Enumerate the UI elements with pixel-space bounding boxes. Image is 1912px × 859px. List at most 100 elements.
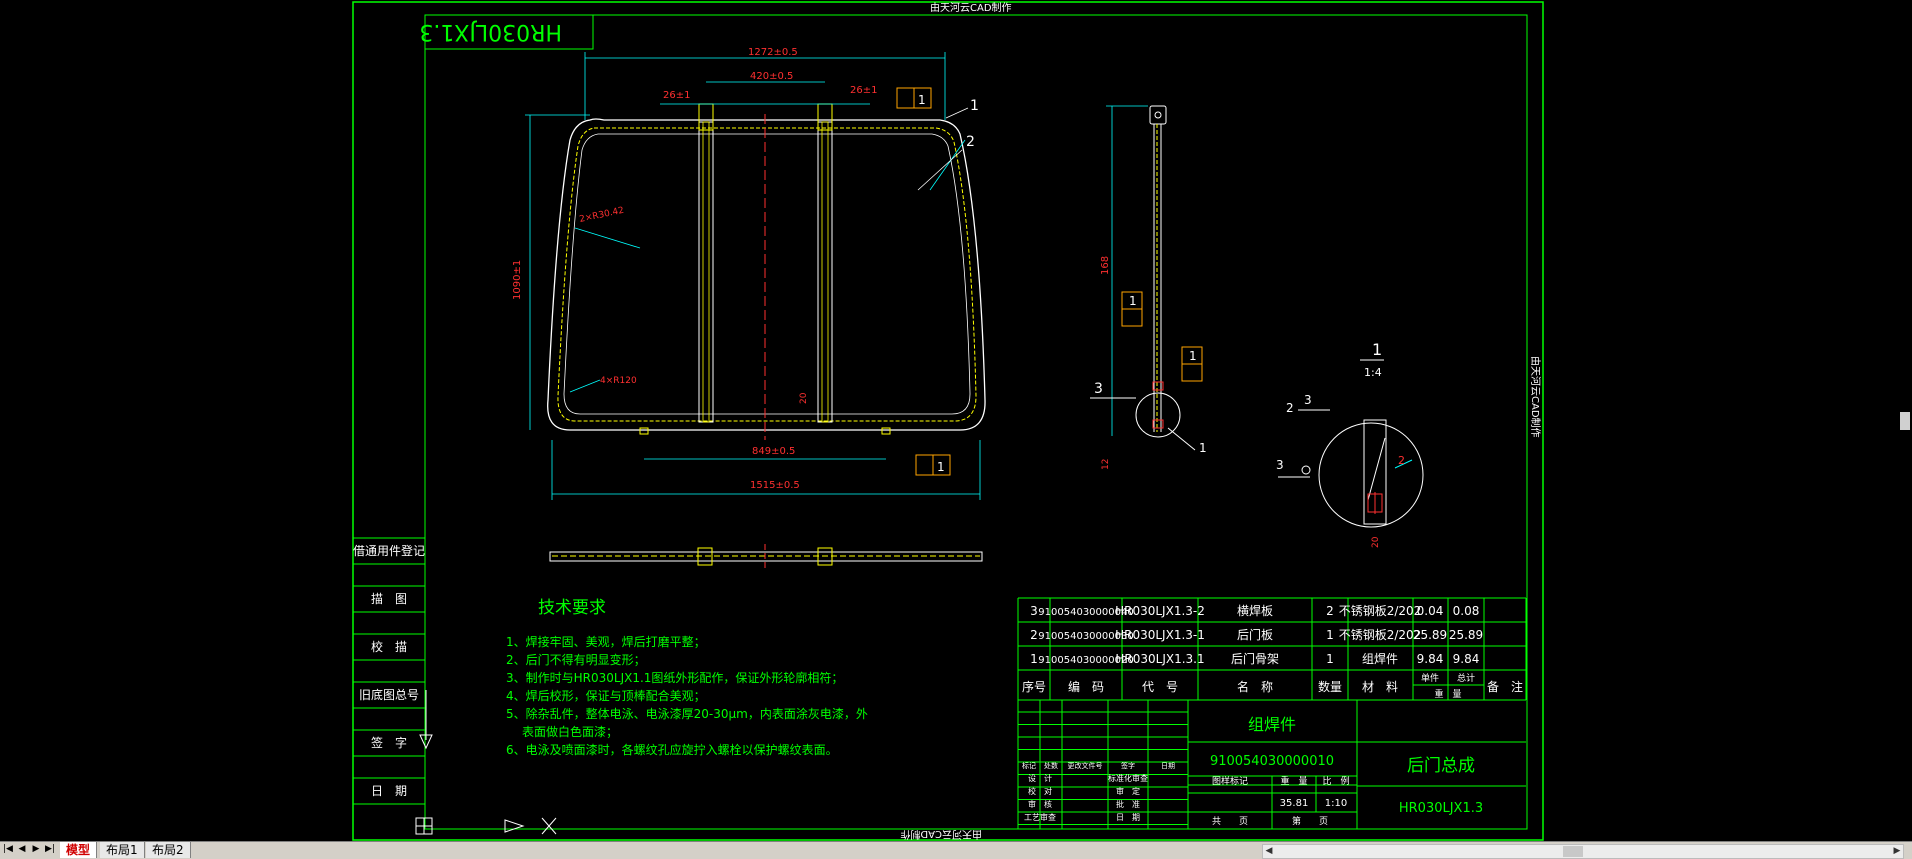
flag-4: 1 — [1189, 349, 1197, 363]
bom-header-total: 总计 — [1457, 672, 1475, 684]
bom-cell-material: 不锈钢板2/202 — [1339, 628, 1422, 642]
bom-header-remark: 备 注 — [1487, 679, 1523, 694]
dim-26a: 26±1 — [663, 90, 690, 101]
bom-header-weight: 重 量 — [1434, 688, 1461, 700]
bom-cell-qty: 2 — [1326, 604, 1334, 618]
vertical-scrollbar[interactable] — [1898, 0, 1912, 841]
bom-cell-code: 910054030000020 — [1038, 655, 1133, 666]
tb-sign-label: 校 对 — [1028, 786, 1052, 796]
cad-viewport[interactable]: 由天河云CAD制作 由天河云CAD制作 由天河云CAD制作 HR030LJX1.… — [0, 0, 1912, 841]
callout-2c: 2 — [1398, 454, 1405, 467]
dim-20: 20 — [799, 392, 809, 404]
drawing-no-mirrored: HR030LJX1.3 — [419, 19, 562, 44]
tb-material: 组焊件 — [1248, 715, 1296, 734]
dim-168: 168 — [1100, 256, 1111, 275]
horizontal-scroll-thumb[interactable] — [1563, 846, 1583, 857]
inner-frame — [424, 14, 1528, 830]
flag-3: 1 — [1129, 294, 1137, 308]
strip-label: 描 图 — [371, 592, 407, 606]
bom-cell-material: 组焊件 — [1362, 651, 1398, 666]
callout-3: 3 — [1094, 381, 1103, 397]
tb-stage-label: 图样标记 — [1212, 775, 1248, 787]
bom-header-material: 材 料 — [1362, 680, 1398, 694]
bom-cell-drawing: HR030LJX1.3-2 — [1115, 604, 1205, 618]
cad-drawing[interactable]: 由天河云CAD制作 由天河云CAD制作 由天河云CAD制作 HR030LJX1.… — [0, 0, 1912, 841]
strip-label: 借通用件登记 — [353, 543, 425, 558]
tb-scale: 1:10 — [1325, 798, 1347, 809]
bom-cell-unit: 25.89 — [1413, 628, 1447, 642]
tb-sign-label2: 日 期 — [1116, 813, 1140, 822]
bom-cell-code: 910054030000030 — [1038, 631, 1133, 642]
tb-rev-label: 处数 — [1044, 761, 1058, 770]
dim-1272: 1272±0.5 — [748, 47, 798, 58]
bom-cell-code: 910054030000040 — [1038, 607, 1133, 618]
strip-label: 日 期 — [371, 784, 407, 798]
frame-watermark-top: 由天河云CAD制作 — [930, 1, 1012, 14]
dim-2xR: 2×R30.42 — [579, 206, 625, 225]
tb-rev-label: 签字 — [1121, 761, 1135, 770]
callout-3c: 3 — [1276, 458, 1284, 472]
tb-sheets: 共 页 — [1212, 816, 1248, 827]
tab-layout2[interactable]: 布局2 — [146, 842, 191, 858]
last-tab-button[interactable]: ▶| — [45, 844, 55, 854]
tab-layout1[interactable]: 布局1 — [100, 842, 145, 858]
horizontal-scrollbar[interactable]: ◀ ▶ — [1262, 844, 1904, 859]
tech-line: 表面做白色面漆； — [522, 724, 618, 739]
bom-cell-qty: 1 — [1326, 652, 1334, 666]
bom-cell-seq: 2 — [1030, 628, 1038, 642]
tb-sign-label2: 审 定 — [1116, 786, 1140, 796]
scroll-left-arrow[interactable]: ◀ — [1265, 846, 1273, 856]
callout-1: 1 — [970, 98, 979, 114]
tb-scale-label: 比 例 — [1322, 775, 1349, 787]
tb-part-code: 910054030000010 — [1210, 754, 1334, 769]
tech-line: 4、焊后校形，保证与顶棒配合美观； — [506, 688, 706, 703]
next-tab-button[interactable]: ▶ — [32, 844, 40, 854]
bom-cell-drawing: HR030LJX1.3.1 — [1115, 652, 1204, 666]
door-bottom-view — [549, 544, 983, 570]
tb-sign-label2: 批 准 — [1116, 799, 1140, 809]
first-tab-button[interactable]: |◀ — [3, 844, 13, 854]
tech-line: 3、制作时与HR030LJX1.1图纸外形配作，保证外形轮廓相符； — [506, 670, 843, 685]
door-side-view — [1090, 105, 1196, 451]
detail-scale: 1:4 — [1364, 366, 1382, 379]
tech-line: 1、焊接牢固、美观，焊后打磨平整； — [506, 634, 706, 649]
dim-420: 420±0.5 — [750, 71, 793, 82]
bom-header-drawing: 代 号 — [1142, 680, 1178, 694]
tb-sign-label: 工艺审查 — [1024, 812, 1056, 822]
tech-line: 6、电泳及喷面漆时，各螺纹孔应旋拧入螺栓以保护螺纹表面。 — [506, 742, 838, 757]
snap-markers — [415, 690, 557, 835]
strip-label: 校 描 — [371, 639, 407, 654]
tb-rev-label: 日期 — [1161, 762, 1175, 770]
flag-2: 1 — [937, 460, 945, 474]
dim-1515: 1515±0.5 — [750, 480, 800, 491]
tech-requirements: 1、焊接牢固、美观，焊后打磨平整； 2、后门不得有明显变形； 3、制作时与HR030… — [506, 634, 868, 757]
bom-cell-seq: 3 — [1030, 604, 1038, 618]
bom-header-seq: 序号 — [1022, 679, 1046, 694]
bom-cell-name: 横焊板 — [1237, 603, 1273, 618]
callout-2b: 2 — [1286, 401, 1294, 415]
detail-view — [1278, 409, 1424, 528]
bom-cell-qty: 1 — [1326, 628, 1334, 642]
prev-tab-button[interactable]: ◀ — [18, 844, 26, 854]
door-front-view — [547, 103, 986, 440]
dim-26b: 26±1 — [850, 85, 877, 96]
dim-12: 12 — [1101, 459, 1111, 470]
dim-1090: 1090±1 — [512, 260, 523, 300]
tab-model[interactable]: 模型 — [60, 842, 98, 858]
bom-cell-unit: 0.04 — [1417, 604, 1444, 618]
bom-header-code: 编 码 — [1068, 679, 1104, 694]
frame-watermark-bottom: 由天河云CAD制作 — [900, 828, 982, 841]
vertical-scroll-thumb[interactable] — [1900, 412, 1910, 430]
tb-sign-label: 审 核 — [1028, 799, 1052, 809]
scroll-right-arrow[interactable]: ▶ — [1893, 846, 1901, 856]
bom-header-qty: 数量 — [1318, 679, 1342, 694]
tech-title: 技术要求 — [538, 598, 606, 618]
dim-4x120: 4×R120 — [600, 376, 637, 386]
bom-header-name: 名 称 — [1237, 679, 1273, 694]
bom-cell-drawing: HR030LJX1.3-1 — [1115, 628, 1205, 642]
tech-line: 2、后门不得有明显变形； — [506, 652, 646, 667]
bom-cell-total: 0.08 — [1453, 604, 1480, 618]
outer-frame — [352, 1, 1544, 841]
